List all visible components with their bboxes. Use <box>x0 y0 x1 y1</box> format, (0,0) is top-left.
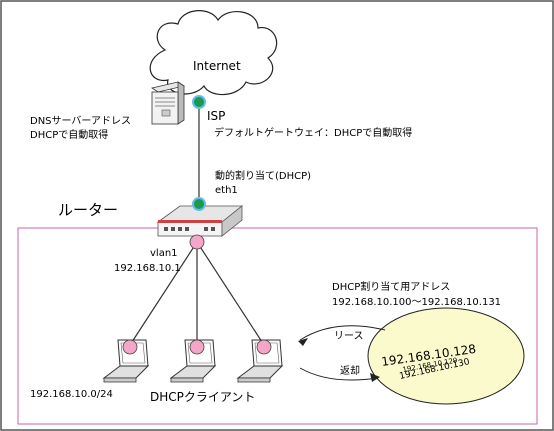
eth1-port <box>192 197 206 211</box>
lan-zone <box>17 227 538 425</box>
subnet-label: 192.168.10.0/24 <box>30 389 113 400</box>
server-icon <box>151 81 185 125</box>
internet-label: Internet <box>193 59 241 73</box>
router-icon <box>156 205 244 237</box>
dhcp-assign-label: 動的割り当て(DHCP) <box>215 169 311 182</box>
router-label: ルーター <box>58 201 118 219</box>
vlan1-ip-label: 192.168.10.1 <box>114 263 181 274</box>
client-port-1 <box>122 339 138 355</box>
vlan1-label: vlan1 <box>150 248 178 259</box>
eth1-label: eth1 <box>215 185 238 196</box>
lan-link-3 <box>196 241 265 346</box>
dns-label-1: DNSサーバーアドレス <box>30 115 131 127</box>
client-port-2 <box>189 339 205 355</box>
cloud-icon <box>149 10 278 96</box>
lease-label: リース <box>334 331 364 342</box>
return-arrow <box>299 367 380 382</box>
address-pool <box>367 307 525 405</box>
lease-arrow <box>298 325 386 346</box>
gateway-label: デフォルトゲートウェイ：DHCPで自動取得 <box>214 126 412 139</box>
isp-label: ISP <box>207 109 225 123</box>
vlan1-port <box>189 234 205 250</box>
isp-port <box>192 95 206 109</box>
pool-range-label: 192.168.10.100〜192.168.10.131 <box>332 297 501 308</box>
pool-title-label: DHCP割り当て用アドレス <box>332 280 450 293</box>
client-port-3 <box>256 339 272 355</box>
dns-label-2: DHCPで自動取得 <box>30 128 108 141</box>
return-label: 返却 <box>340 365 360 377</box>
lan-link-1 <box>129 241 198 346</box>
clients-label: DHCPクライアント <box>150 390 255 404</box>
